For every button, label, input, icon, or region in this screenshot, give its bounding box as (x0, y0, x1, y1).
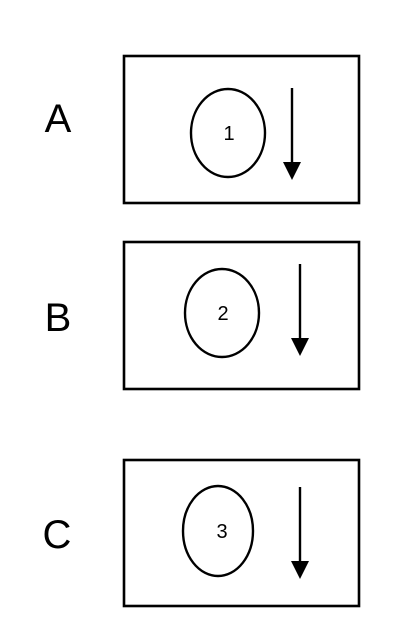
down-arrow-icon (291, 264, 309, 356)
panel-a-label: A (45, 97, 72, 141)
panel-c-ellipse (181, 484, 255, 578)
panel-c-arrow-head (291, 561, 309, 579)
panel-c-number: 3 (216, 521, 227, 543)
down-arrow-icon (283, 88, 301, 180)
panel-a: A 1 (45, 54, 361, 205)
panel-b-number: 2 (217, 303, 228, 325)
panel-b-ellipse (183, 267, 261, 359)
panel-a-arrow-head (283, 162, 301, 180)
panel-c: C 3 (43, 458, 361, 608)
panel-a-ellipse (189, 87, 267, 179)
panel-c-label: C (43, 513, 72, 557)
down-arrow-icon (291, 487, 309, 579)
panel-b: B 2 (45, 240, 361, 391)
panel-b-arrow-head (291, 338, 309, 356)
panel-b-label: B (45, 296, 72, 340)
panel-a-number: 1 (223, 123, 234, 145)
